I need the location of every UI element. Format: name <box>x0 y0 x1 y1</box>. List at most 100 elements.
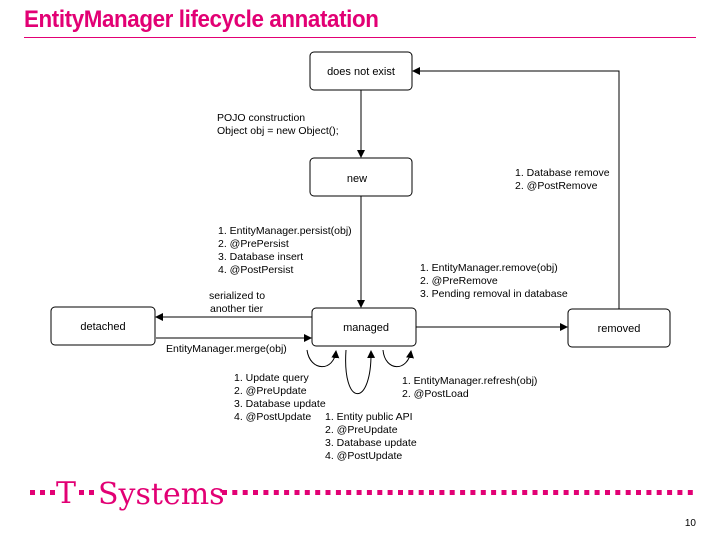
title-underline <box>24 37 696 38</box>
state-new: new <box>309 157 413 197</box>
logo-dot <box>439 490 445 495</box>
logo-dot <box>304 490 310 495</box>
note-remove: 1. EntityManager.remove(obj) 2. @PreRemo… <box>420 262 568 300</box>
note-refresh-line: 2. @PostLoad <box>402 388 469 400</box>
note-remove-line: 2. @PreRemove <box>420 275 498 287</box>
state-removed-label: removed <box>598 323 641 335</box>
page-number: 10 <box>684 518 696 529</box>
note-update-query-line: 2. @PreUpdate <box>234 385 307 397</box>
logo-dot <box>356 490 362 495</box>
note-merge: EntityManager.merge(obj) <box>166 343 287 355</box>
note-serialized-line: serialized to <box>209 290 265 302</box>
logo-dot <box>563 490 569 495</box>
logo-dot <box>387 490 393 495</box>
logo-dot <box>377 490 383 495</box>
logo-dot <box>553 490 559 495</box>
logo-dot <box>522 490 528 495</box>
logo-dot <box>594 490 600 495</box>
state-detached: detached <box>50 306 156 346</box>
logo-dot <box>242 490 248 495</box>
logo-dot <box>418 490 424 495</box>
note-persist: 1. EntityManager.persist(obj) 2. @PrePer… <box>218 225 355 276</box>
note-db-remove-line: 2. @PostRemove <box>515 180 598 192</box>
note-update-query: 1. Update query 2. @PreUpdate 3. Databas… <box>234 372 329 423</box>
logo-dot <box>615 490 621 495</box>
state-removed: removed <box>567 308 671 348</box>
state-new-label: new <box>347 173 367 185</box>
loop-entity-api <box>345 349 376 394</box>
logo-dot <box>315 490 321 495</box>
note-update-query-line: 4. @PostUpdate <box>234 411 311 423</box>
note-db-remove-line: 1. Database remove <box>515 167 610 179</box>
logo-dot <box>584 490 590 495</box>
logo-dot <box>346 490 352 495</box>
state-does-not-exist: does not exist <box>309 51 413 91</box>
logo-dot <box>470 490 476 495</box>
note-refresh: 1. EntityManager.refresh(obj) 2. @PostLo… <box>402 375 540 400</box>
note-serialized: serialized to another tier <box>209 290 268 315</box>
state-does-not-exist-label: does not exist <box>327 66 395 78</box>
logo-dot <box>573 490 579 495</box>
note-persist-line: 2. @PrePersist <box>218 238 289 250</box>
logo-dot <box>646 490 652 495</box>
logo-dot <box>366 490 372 495</box>
logo-dot <box>511 490 517 495</box>
note-refresh-line: 1. EntityManager.refresh(obj) <box>402 375 537 387</box>
note-pojo-construction: POJO construction Object obj = new Objec… <box>217 112 339 137</box>
logo-dot <box>325 490 331 495</box>
logo-dot <box>625 490 631 495</box>
t-systems-logo: T Systems <box>30 476 693 512</box>
note-entity-api-line: 4. @PostUpdate <box>325 450 402 462</box>
note-persist-line: 4. @PostPersist <box>218 264 294 276</box>
note-persist-line: 1. EntityManager.persist(obj) <box>218 225 352 237</box>
note-persist-line: 3. Database insert <box>218 251 303 263</box>
logo-dot <box>542 490 548 495</box>
note-entity-api: 1. Entity public API 2. @PreUpdate 3. Da… <box>325 411 420 462</box>
logo-dot <box>232 490 238 495</box>
logo-dot <box>677 490 683 495</box>
logo-dot <box>656 490 662 495</box>
logo-dot <box>222 490 227 495</box>
logo-wordmark: T <box>56 476 76 511</box>
logo-dot <box>449 490 455 495</box>
logo-trailing-dots <box>222 490 693 495</box>
note-pojo-line: POJO construction <box>217 112 305 124</box>
state-managed-label: managed <box>343 322 389 334</box>
note-entity-api-line: 1. Entity public API <box>325 411 413 423</box>
slide-title: EntityManager lifecycle annatation <box>24 6 379 33</box>
loop-refresh <box>382 349 414 367</box>
note-remove-line: 3. Pending removal in database <box>420 288 568 300</box>
logo-dot <box>480 490 486 495</box>
logo-dot <box>408 490 414 495</box>
logo-dot <box>491 490 497 495</box>
logo-dot <box>294 490 300 495</box>
note-database-remove: 1. Database remove 2. @PostRemove <box>515 167 612 192</box>
logo-dot <box>687 490 693 495</box>
logo-dot <box>532 490 538 495</box>
loop-update-query <box>306 349 340 367</box>
logo-dot <box>460 490 466 495</box>
logo-wordmark-systems: Systems <box>98 477 225 512</box>
logo-dot <box>429 490 434 495</box>
note-update-query-line: 1. Update query <box>234 372 309 384</box>
logo-dot <box>605 490 610 495</box>
note-remove-line: 1. EntityManager.remove(obj) <box>420 262 558 274</box>
note-serialized-line: another tier <box>210 303 264 315</box>
logo-dot <box>501 490 507 495</box>
logo-dot <box>667 490 673 495</box>
state-managed: managed <box>311 307 417 347</box>
logo-leading-dots <box>30 490 55 495</box>
logo-dot <box>398 490 403 495</box>
logo-dot <box>636 490 641 495</box>
note-pojo-line: Object obj = new Object(); <box>217 125 339 137</box>
edge-database-remove <box>412 67 620 309</box>
note-entity-api-line: 2. @PreUpdate <box>325 424 398 436</box>
note-merge-line: EntityManager.merge(obj) <box>166 343 287 355</box>
note-entity-api-line: 3. Database update <box>325 437 417 449</box>
logo-dot <box>263 490 269 495</box>
logo-dot <box>335 490 341 495</box>
note-update-query-line: 3. Database update <box>234 398 326 410</box>
logo-dot <box>284 490 290 495</box>
state-detached-label: detached <box>80 321 125 333</box>
